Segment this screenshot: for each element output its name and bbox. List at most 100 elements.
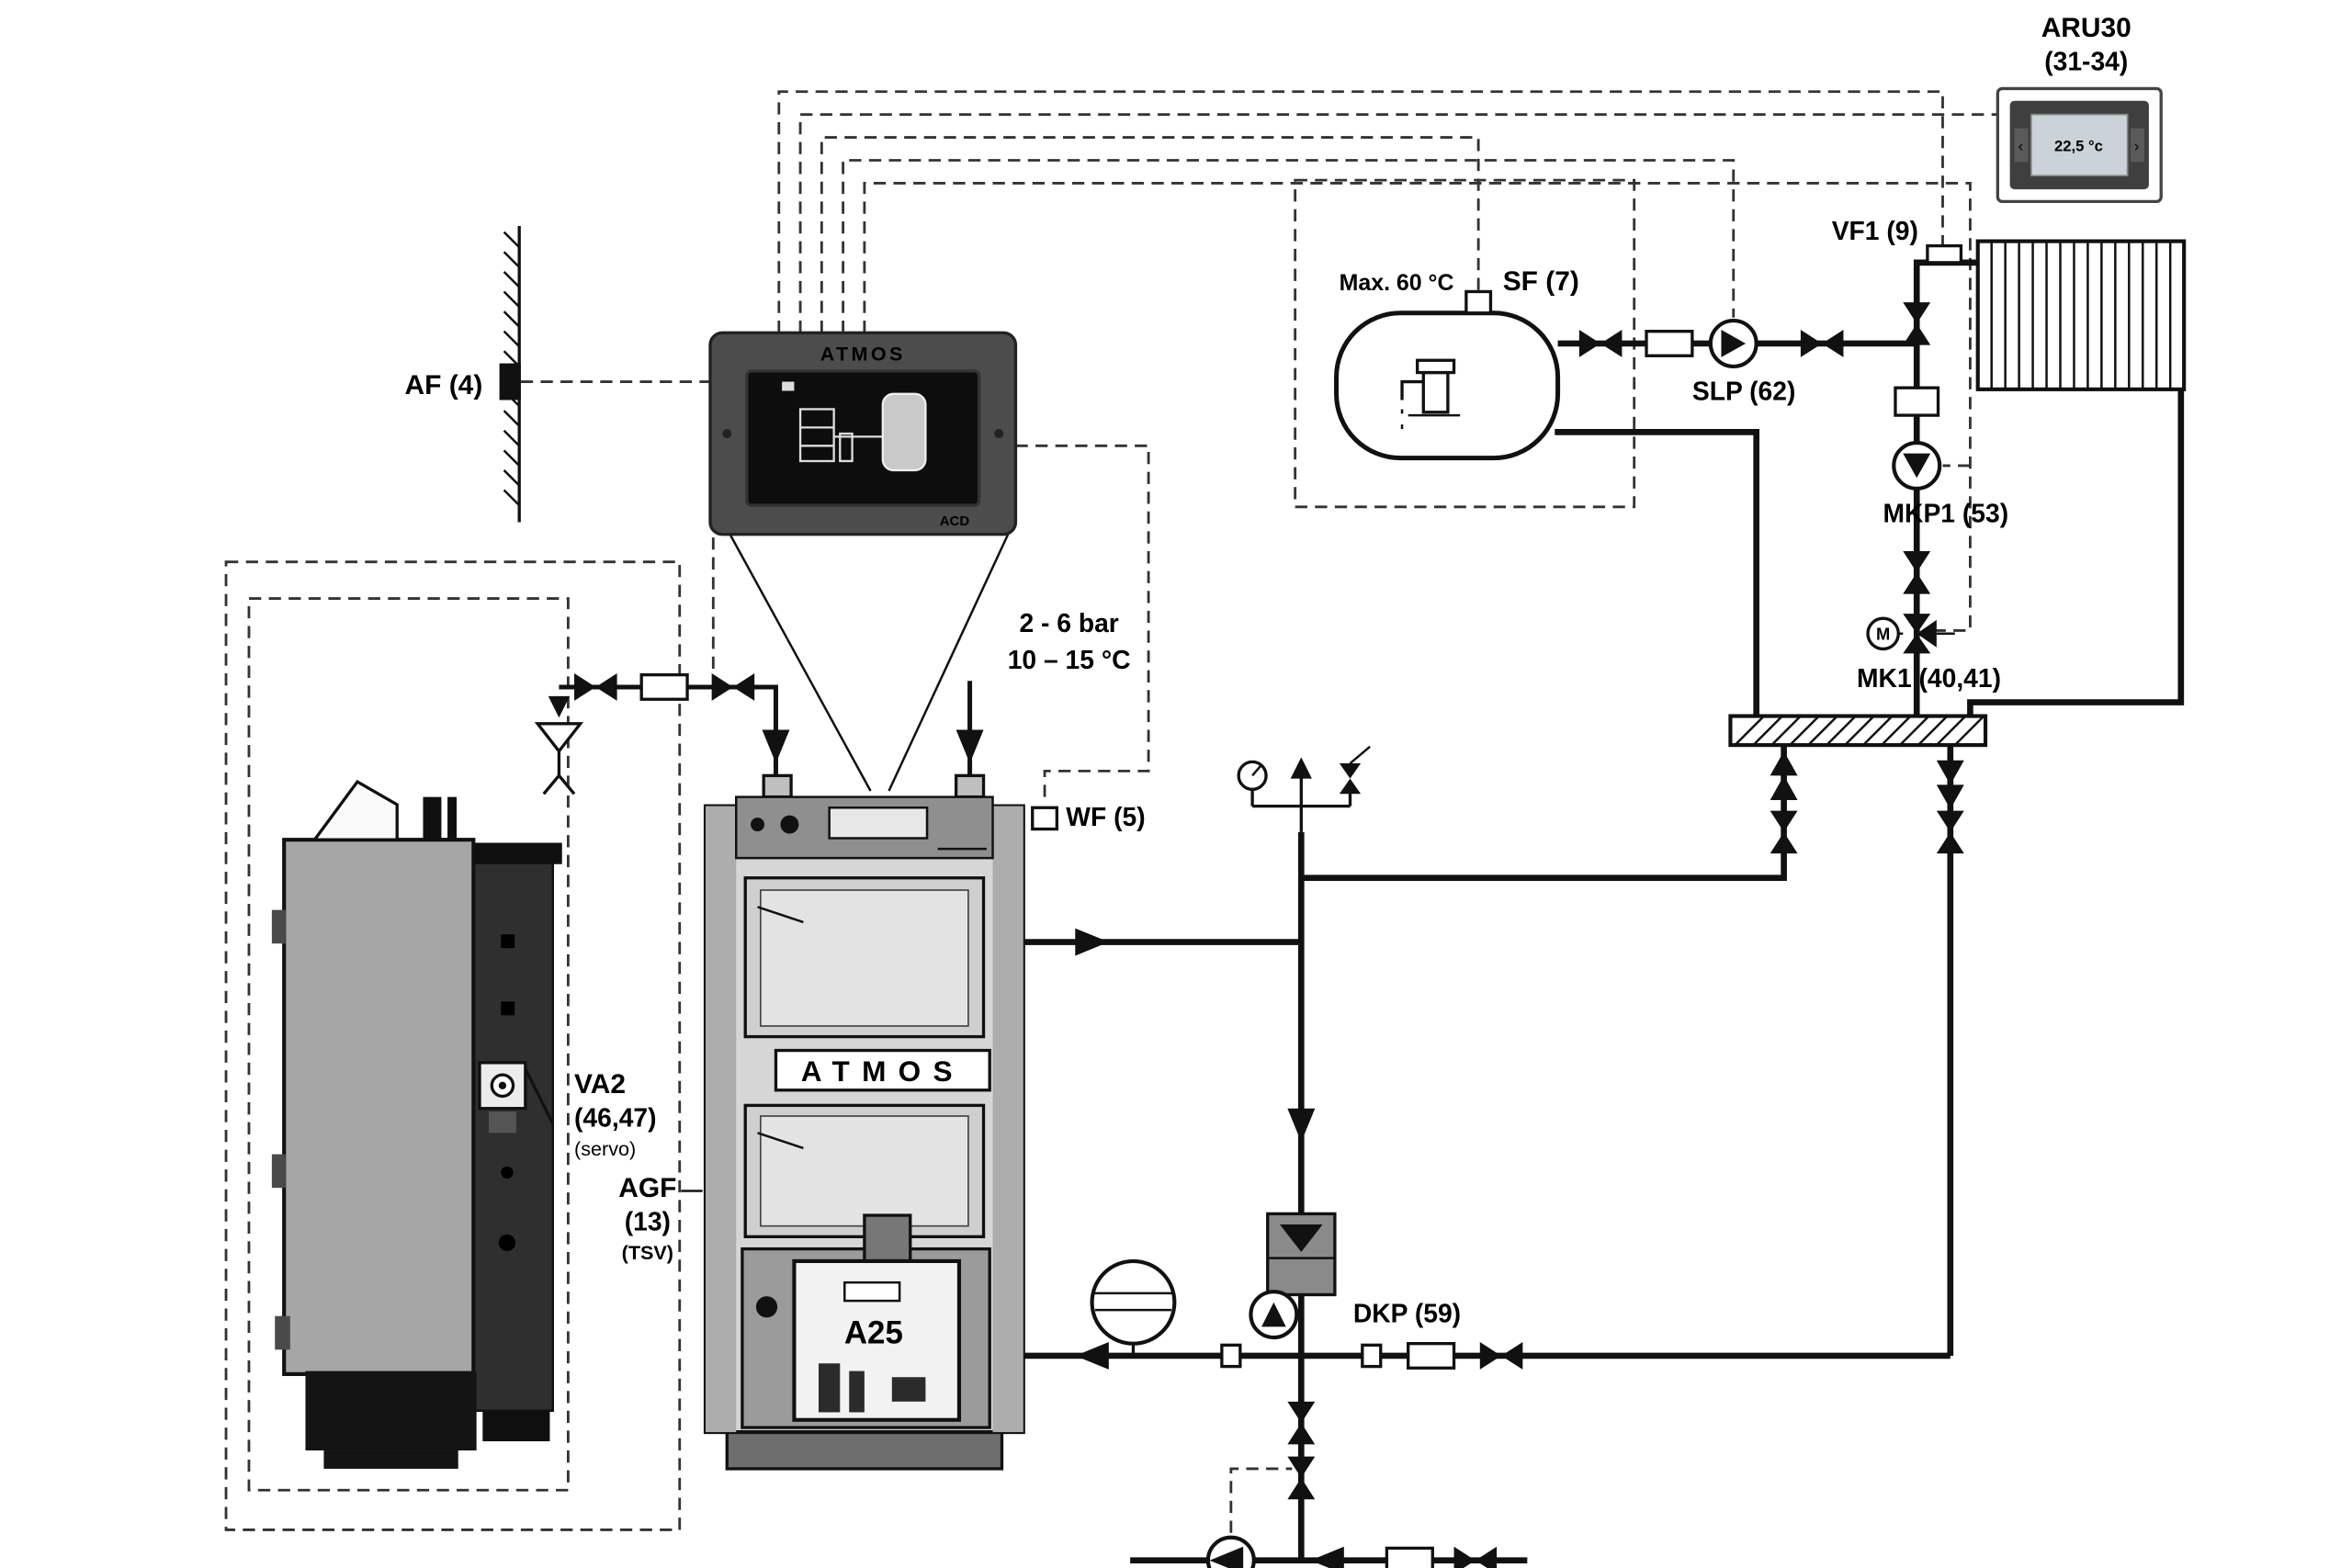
funnel-legs xyxy=(542,750,576,795)
boiler-flange-left xyxy=(762,773,793,799)
cooling-arrow-down-icon xyxy=(762,729,790,764)
slp-pump-group: SLP (62) xyxy=(1692,318,1796,405)
va2-label-2: (46,47) xyxy=(574,1103,657,1133)
panel-model-label: ACD xyxy=(940,513,970,529)
manifold-up-arrow-1-icon xyxy=(1770,750,1798,776)
wire-sf-sensor xyxy=(820,136,1480,333)
vessel-body xyxy=(1090,1258,1177,1346)
valve-cooling-1 xyxy=(574,672,617,701)
outdoor-sensor-af: AF (4) xyxy=(405,225,521,523)
mk1-label: MK1 (40,41) xyxy=(1857,663,2001,693)
burner-model-label: A25 xyxy=(844,1315,903,1351)
aru30-display xyxy=(2030,113,2129,176)
wire-vf1 xyxy=(777,90,1944,333)
manifold-up-arrow-2-icon xyxy=(1770,775,1798,800)
wire-aru30 xyxy=(798,113,1998,333)
dkp-label: DKP (59) xyxy=(1353,1298,1461,1327)
safety-valve-lever xyxy=(1349,745,1371,765)
dashed-zone-left-boiler-inner xyxy=(247,597,570,1492)
left-boiler-base xyxy=(305,1371,477,1451)
wf-label: WF (5) xyxy=(1066,802,1145,831)
chevron-left-icon: ‹ xyxy=(2018,138,2024,155)
manifold-down-arrow-2-icon xyxy=(1936,784,1964,809)
left-boiler: VA2 (46,47) (servo) xyxy=(271,779,657,1469)
aru30-room-unit: ARU30 (31-34) 22,5 °c ‹ › xyxy=(1996,13,2163,204)
safety-group xyxy=(1237,745,1371,832)
valve-return xyxy=(1479,1342,1523,1370)
laddomat-flange-right xyxy=(1361,1343,1383,1369)
check-valve-return xyxy=(1407,1342,1456,1370)
chevron-right-icon: › xyxy=(2134,138,2140,155)
af-sensor-icon xyxy=(499,363,521,400)
mk1-mixing-valve: M xyxy=(1866,614,1955,654)
panel-screw-left-icon xyxy=(722,429,732,439)
boiler-nameplate xyxy=(774,1048,991,1092)
dkp-pump-rotor-icon xyxy=(1261,1302,1286,1327)
burner-duct xyxy=(863,1213,912,1266)
flow-arrow-right-icon xyxy=(1075,928,1109,956)
manifold-down-arrow-1-icon xyxy=(1936,760,1964,785)
safety-valve-icon xyxy=(1339,763,1362,795)
mk1-motor-label: M xyxy=(1876,624,1890,643)
left-boiler-rear-cap xyxy=(464,842,562,864)
radiator-fins xyxy=(1990,241,2172,389)
slp-label: SLP (62) xyxy=(1692,376,1796,405)
left-boiler-body xyxy=(282,838,476,1376)
wire-bottom-pump xyxy=(1229,1467,1293,1533)
left-boiler-bolt-3 xyxy=(501,1166,514,1179)
left-boiler-rear-foot xyxy=(482,1410,550,1442)
agf-label-3: (TSV) xyxy=(622,1241,673,1264)
left-boiler-bolt-2 xyxy=(501,1001,515,1016)
screen-status-dot-icon xyxy=(782,381,795,391)
screen-boiler-graphic-icon xyxy=(798,408,883,463)
wire-slp-pump xyxy=(842,159,1736,333)
va2-servo-dial-dot-icon xyxy=(498,1081,507,1089)
boiler-right-column xyxy=(992,806,1023,1433)
radiator-circuit: VF1 (9) MKP1 (53) M MK1 (40,41) xyxy=(1832,216,2187,693)
boiler-upper-door-handle xyxy=(757,906,804,924)
sf-label: SF (7) xyxy=(1503,266,1579,297)
boiler-flange-right xyxy=(954,773,986,799)
wf-sensor-icon xyxy=(1031,806,1058,831)
check-valve-slp xyxy=(1645,330,1694,357)
va2-servo-lever xyxy=(524,1067,555,1125)
va2-label-3: (servo) xyxy=(574,1137,636,1160)
safety-group-lines xyxy=(1250,775,1352,832)
thermic-check-icon xyxy=(1280,1224,1323,1252)
fill-pump-rotor-icon xyxy=(1209,1546,1244,1568)
pressure-label: 2 - 6 bar xyxy=(1019,608,1118,637)
mkp1-pump-rotor-icon xyxy=(1903,453,1931,479)
acd-control-panel: ATMOS ACD xyxy=(708,331,1018,792)
aru30-prev-button xyxy=(2014,128,2029,163)
left-boiler-bolt-1 xyxy=(501,934,515,949)
valve-manifold-right xyxy=(1936,810,1964,854)
filter-heating-circuit xyxy=(1894,386,1940,417)
boiler-left-column xyxy=(706,806,737,1433)
faucet-icon xyxy=(1400,358,1461,433)
left-boiler-hinge-bottom xyxy=(271,1154,286,1189)
left-boiler-base-lip xyxy=(323,1450,458,1469)
cooling-water-labels: 2 - 6 bar 10 – 15 °C xyxy=(1008,608,1131,674)
boiler-side-knob-icon xyxy=(755,1296,778,1318)
gauge-needle xyxy=(1251,763,1263,777)
left-boiler-lid xyxy=(311,779,399,841)
left-boiler-damper-lever xyxy=(447,796,458,840)
agf-label-1: AGF xyxy=(618,1173,676,1203)
funnel-icon xyxy=(534,722,584,754)
main-boiler: ATMOS A25 WF (5) xyxy=(703,773,1146,1471)
tundish-drain xyxy=(534,695,584,795)
temp-range-label: 10 – 15 °C xyxy=(1008,645,1131,674)
wire-wf-sensor xyxy=(1015,444,1150,805)
check-valve-cooling xyxy=(639,672,689,701)
vessel-membrane-lines xyxy=(1093,1292,1173,1312)
panel-brand-label: ATMOS xyxy=(820,342,906,365)
dashed-zone-left-boiler-outer xyxy=(224,560,682,1531)
vf1-sensor-icon xyxy=(1926,243,1963,265)
mkp1-label: MKP1 (53) xyxy=(1883,498,2009,527)
agf-label-group: AGF (13) (TSV) xyxy=(618,1173,703,1264)
slp-pump-rotor-icon xyxy=(1721,330,1747,357)
burner-grill-2 xyxy=(849,1371,865,1413)
sf-sensor-icon xyxy=(1464,289,1493,315)
burner-grill-1 xyxy=(819,1363,841,1413)
